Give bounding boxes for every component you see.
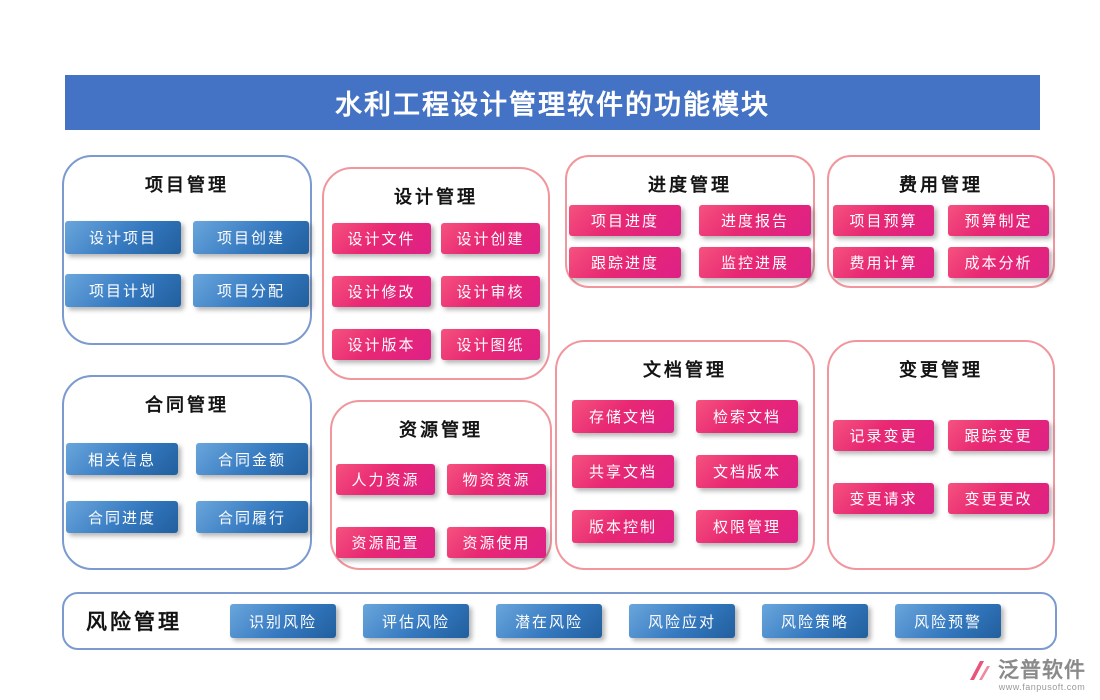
btn-cost-analysis[interactable]: 成本分析 bbox=[948, 247, 1049, 278]
card-progress-management: 进度管理 项目进度 进度报告 跟踪进度 监控进展 bbox=[565, 155, 815, 288]
btn-cost-calculation[interactable]: 费用计算 bbox=[833, 247, 934, 278]
card-body-design: 设计文件 设计创建 设计修改 设计审核 设计版本 设计图纸 bbox=[324, 223, 548, 360]
btn-store-document[interactable]: 存储文档 bbox=[572, 400, 674, 433]
card-title-change: 变更管理 bbox=[899, 360, 983, 380]
btn-resource-usage[interactable]: 资源使用 bbox=[447, 527, 546, 558]
btn-design-version[interactable]: 设计版本 bbox=[332, 329, 431, 360]
btn-project-create[interactable]: 项目创建 bbox=[193, 221, 309, 254]
btn-design-review[interactable]: 设计审核 bbox=[441, 276, 540, 307]
btn-project-assign[interactable]: 项目分配 bbox=[193, 274, 309, 307]
card-body-cost: 项目预算 预算制定 费用计算 成本分析 bbox=[829, 205, 1053, 278]
card-body-risk: 识别风险 评估风险 潜在风险 风险应对 风险策略 风险预警 bbox=[230, 604, 1001, 638]
btn-permission-management[interactable]: 权限管理 bbox=[696, 510, 798, 543]
btn-retrieve-document[interactable]: 检索文档 bbox=[696, 400, 798, 433]
card-body-resource: 人力资源 物资资源 资源配置 资源使用 bbox=[332, 464, 550, 558]
btn-project-plan[interactable]: 项目计划 bbox=[65, 274, 181, 307]
btn-project-progress[interactable]: 项目进度 bbox=[569, 205, 681, 236]
btn-risk-response[interactable]: 风险应对 bbox=[629, 604, 735, 638]
card-body-contract: 相关信息 合同金额 合同进度 合同履行 bbox=[64, 443, 310, 533]
card-project-management: 项目管理 设计项目 项目创建 项目计划 项目分配 bbox=[62, 155, 312, 345]
btn-contract-progress[interactable]: 合同进度 bbox=[66, 501, 178, 533]
card-title-project: 项目管理 bbox=[145, 175, 229, 195]
btn-resource-allocation[interactable]: 资源配置 bbox=[336, 527, 435, 558]
fanpu-logo-icon bbox=[967, 658, 993, 689]
card-title-cost: 费用管理 bbox=[899, 175, 983, 195]
card-body-document: 存储文档 检索文档 共享文档 文档版本 版本控制 权限管理 bbox=[557, 400, 813, 543]
card-cost-management: 费用管理 项目预算 预算制定 费用计算 成本分析 bbox=[827, 155, 1055, 288]
btn-design-project[interactable]: 设计项目 bbox=[65, 221, 181, 254]
btn-material-resource[interactable]: 物资资源 bbox=[447, 464, 546, 495]
btn-design-drawing[interactable]: 设计图纸 bbox=[441, 329, 540, 360]
btn-record-change[interactable]: 记录变更 bbox=[833, 420, 934, 451]
card-risk-management: 风险管理 识别风险 评估风险 潜在风险 风险应对 风险策略 风险预警 bbox=[62, 592, 1057, 650]
brand-name: 泛普软件 bbox=[998, 658, 1086, 682]
btn-risk-warning[interactable]: 风险预警 bbox=[895, 604, 1001, 638]
btn-human-resource[interactable]: 人力资源 bbox=[336, 464, 435, 495]
btn-progress-report[interactable]: 进度报告 bbox=[699, 205, 811, 236]
btn-project-budget[interactable]: 项目预算 bbox=[833, 205, 934, 236]
card-body-change: 记录变更 跟踪变更 变更请求 变更更改 bbox=[829, 420, 1053, 514]
btn-monitor-progress[interactable]: 监控进展 bbox=[699, 247, 811, 278]
btn-version-control[interactable]: 版本控制 bbox=[572, 510, 674, 543]
card-body-project: 设计项目 项目创建 项目计划 项目分配 bbox=[64, 221, 310, 307]
btn-document-version[interactable]: 文档版本 bbox=[696, 455, 798, 488]
brand-url: www.fanpusoft.com bbox=[998, 682, 1086, 692]
btn-change-modify[interactable]: 变更更改 bbox=[948, 483, 1049, 514]
btn-contract-amount[interactable]: 合同金额 bbox=[196, 443, 308, 475]
title-banner: 水利工程设计管理软件的功能模块 bbox=[65, 75, 1040, 130]
btn-track-progress[interactable]: 跟踪进度 bbox=[569, 247, 681, 278]
btn-risk-strategy[interactable]: 风险策略 bbox=[762, 604, 868, 638]
footer-brand: 泛普软件 www.fanpusoft.com bbox=[967, 654, 1086, 692]
card-title-design: 设计管理 bbox=[394, 187, 478, 207]
card-title-resource: 资源管理 bbox=[399, 420, 483, 440]
btn-contract-performance[interactable]: 合同履行 bbox=[196, 501, 308, 533]
card-title-progress: 进度管理 bbox=[648, 175, 732, 195]
card-body-progress: 项目进度 进度报告 跟踪进度 监控进展 bbox=[567, 205, 813, 278]
btn-potential-risk[interactable]: 潜在风险 bbox=[496, 604, 602, 638]
card-change-management: 变更管理 记录变更 跟踪变更 变更请求 变更更改 bbox=[827, 340, 1055, 570]
card-design-management: 设计管理 设计文件 设计创建 设计修改 设计审核 设计版本 设计图纸 bbox=[322, 167, 550, 380]
card-title-risk: 风险管理 bbox=[86, 610, 182, 634]
btn-share-document[interactable]: 共享文档 bbox=[572, 455, 674, 488]
btn-budget-making[interactable]: 预算制定 bbox=[948, 205, 1049, 236]
btn-related-info[interactable]: 相关信息 bbox=[66, 443, 178, 475]
btn-evaluate-risk[interactable]: 评估风险 bbox=[363, 604, 469, 638]
footer-text: 泛普软件 www.fanpusoft.com bbox=[998, 654, 1086, 692]
btn-design-modify[interactable]: 设计修改 bbox=[332, 276, 431, 307]
page-title: 水利工程设计管理软件的功能模块 bbox=[335, 90, 770, 120]
card-title-contract: 合同管理 bbox=[145, 395, 229, 415]
card-resource-management: 资源管理 人力资源 物资资源 资源配置 资源使用 bbox=[330, 400, 552, 570]
card-document-management: 文档管理 存储文档 检索文档 共享文档 文档版本 版本控制 权限管理 bbox=[555, 340, 815, 570]
btn-identify-risk[interactable]: 识别风险 bbox=[230, 604, 336, 638]
btn-design-create[interactable]: 设计创建 bbox=[441, 223, 540, 254]
card-contract-management: 合同管理 相关信息 合同金额 合同进度 合同履行 bbox=[62, 375, 312, 570]
btn-change-request[interactable]: 变更请求 bbox=[833, 483, 934, 514]
btn-design-file[interactable]: 设计文件 bbox=[332, 223, 431, 254]
btn-track-change[interactable]: 跟踪变更 bbox=[948, 420, 1049, 451]
card-title-document: 文档管理 bbox=[643, 360, 727, 380]
